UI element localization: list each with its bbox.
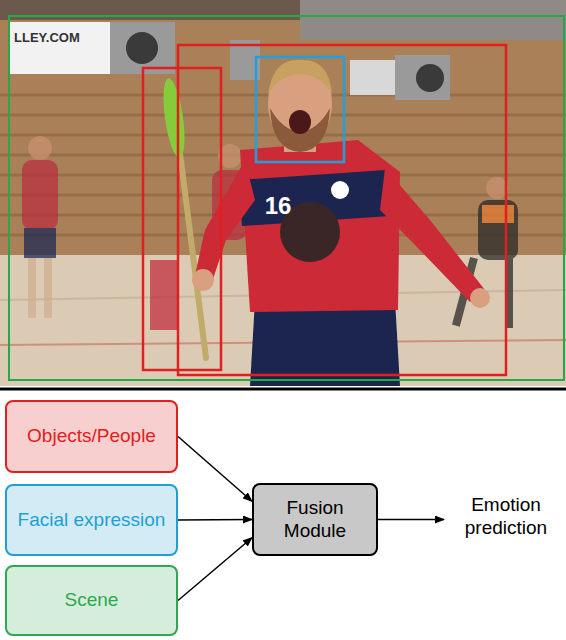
output-label: Emotion prediction — [448, 494, 564, 540]
input-box: Facial expression — [5, 484, 178, 556]
node-label: Fusion Module — [262, 497, 368, 543]
fusion-box: Fusion Module — [252, 483, 378, 556]
banner-text: LLEY.COM — [14, 30, 106, 46]
node-label: Objects/People — [27, 425, 156, 448]
node-label: Facial expression — [18, 509, 166, 532]
arrow-connector — [178, 519, 252, 521]
arrow-connector — [178, 538, 252, 601]
output-arrow — [378, 519, 444, 521]
jersey-number: 16 — [258, 192, 298, 221]
node-label: Scene — [65, 589, 119, 612]
input-box: Objects/People — [5, 400, 178, 473]
input-box: Scene — [5, 565, 178, 636]
arrow-connector — [178, 437, 252, 502]
